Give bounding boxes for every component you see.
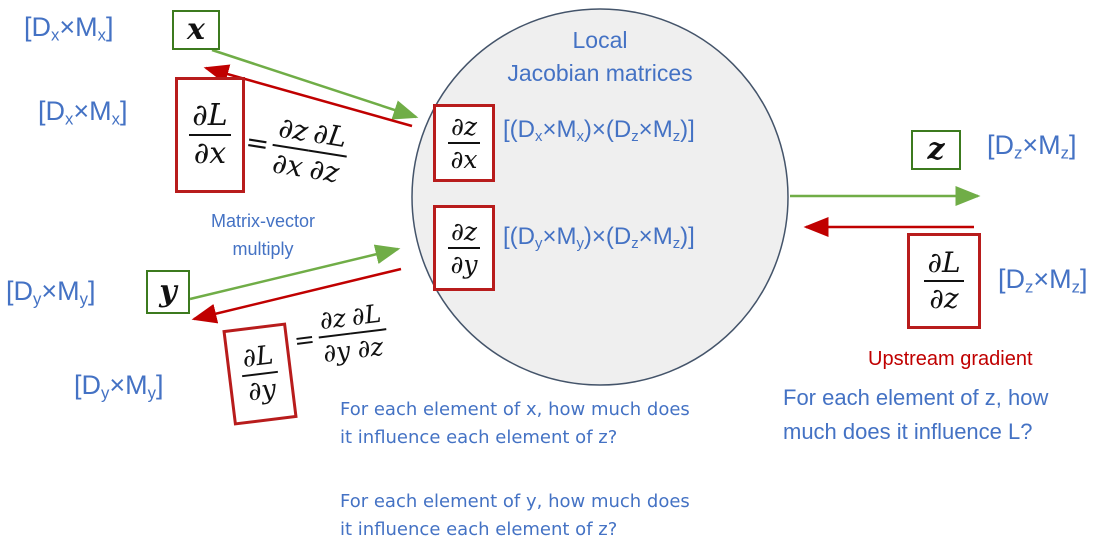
dL-dy-chain-rule: = ∂z ∂y ∂L ∂z: [292, 298, 387, 368]
z-variable-box: z: [911, 130, 961, 170]
dz-dy-box: ∂z ∂y: [433, 205, 495, 291]
dz-dx-box: ∂z ∂x: [433, 104, 495, 182]
dL-dy-box: ∂L ∂y: [222, 322, 298, 426]
y-influence-note: For each element of y, how much does it …: [340, 491, 690, 540]
local-title: Local Jacobian matrices: [507, 27, 693, 86]
y-backward-arrow: [191, 267, 402, 324]
upstream-grad-dim-label: [Dz×Mz]: [998, 264, 1088, 297]
y-variable-box: y: [146, 270, 190, 314]
y-forward-arrow: [189, 244, 401, 301]
jacobian-y-dim: [(Dy×My)×(Dz×Mz)]: [503, 223, 695, 253]
upstream-note: For each element of z, how much does it …: [783, 385, 1049, 444]
jacobian-x-dim: [(Dx×Mx)×(Dz×Mz)]: [503, 116, 695, 146]
z-output-dim-label: [Dz×Mz]: [987, 130, 1077, 163]
dL-dx-box: ∂L ∂x: [175, 77, 245, 193]
y-input-dim-label: [Dy×My]: [6, 276, 96, 309]
x-grad-dim-label: [Dx×Mx]: [38, 96, 128, 129]
matvec-label: Matrix-vector multiply: [210, 211, 315, 259]
dL-dz-box: ∂L ∂z: [907, 233, 981, 329]
x-forward-arrow: [211, 48, 419, 120]
upstream-gradient-label: Upstream gradient: [868, 348, 1033, 370]
local-node-circle: [411, 8, 789, 386]
x-input-dim-label: [Dx×Mx]: [24, 12, 114, 45]
y-grad-dim-label: [Dy×My]: [74, 370, 164, 403]
x-influence-note: For each element of x, how much does it …: [340, 399, 690, 448]
x-variable-box: x: [172, 10, 220, 50]
